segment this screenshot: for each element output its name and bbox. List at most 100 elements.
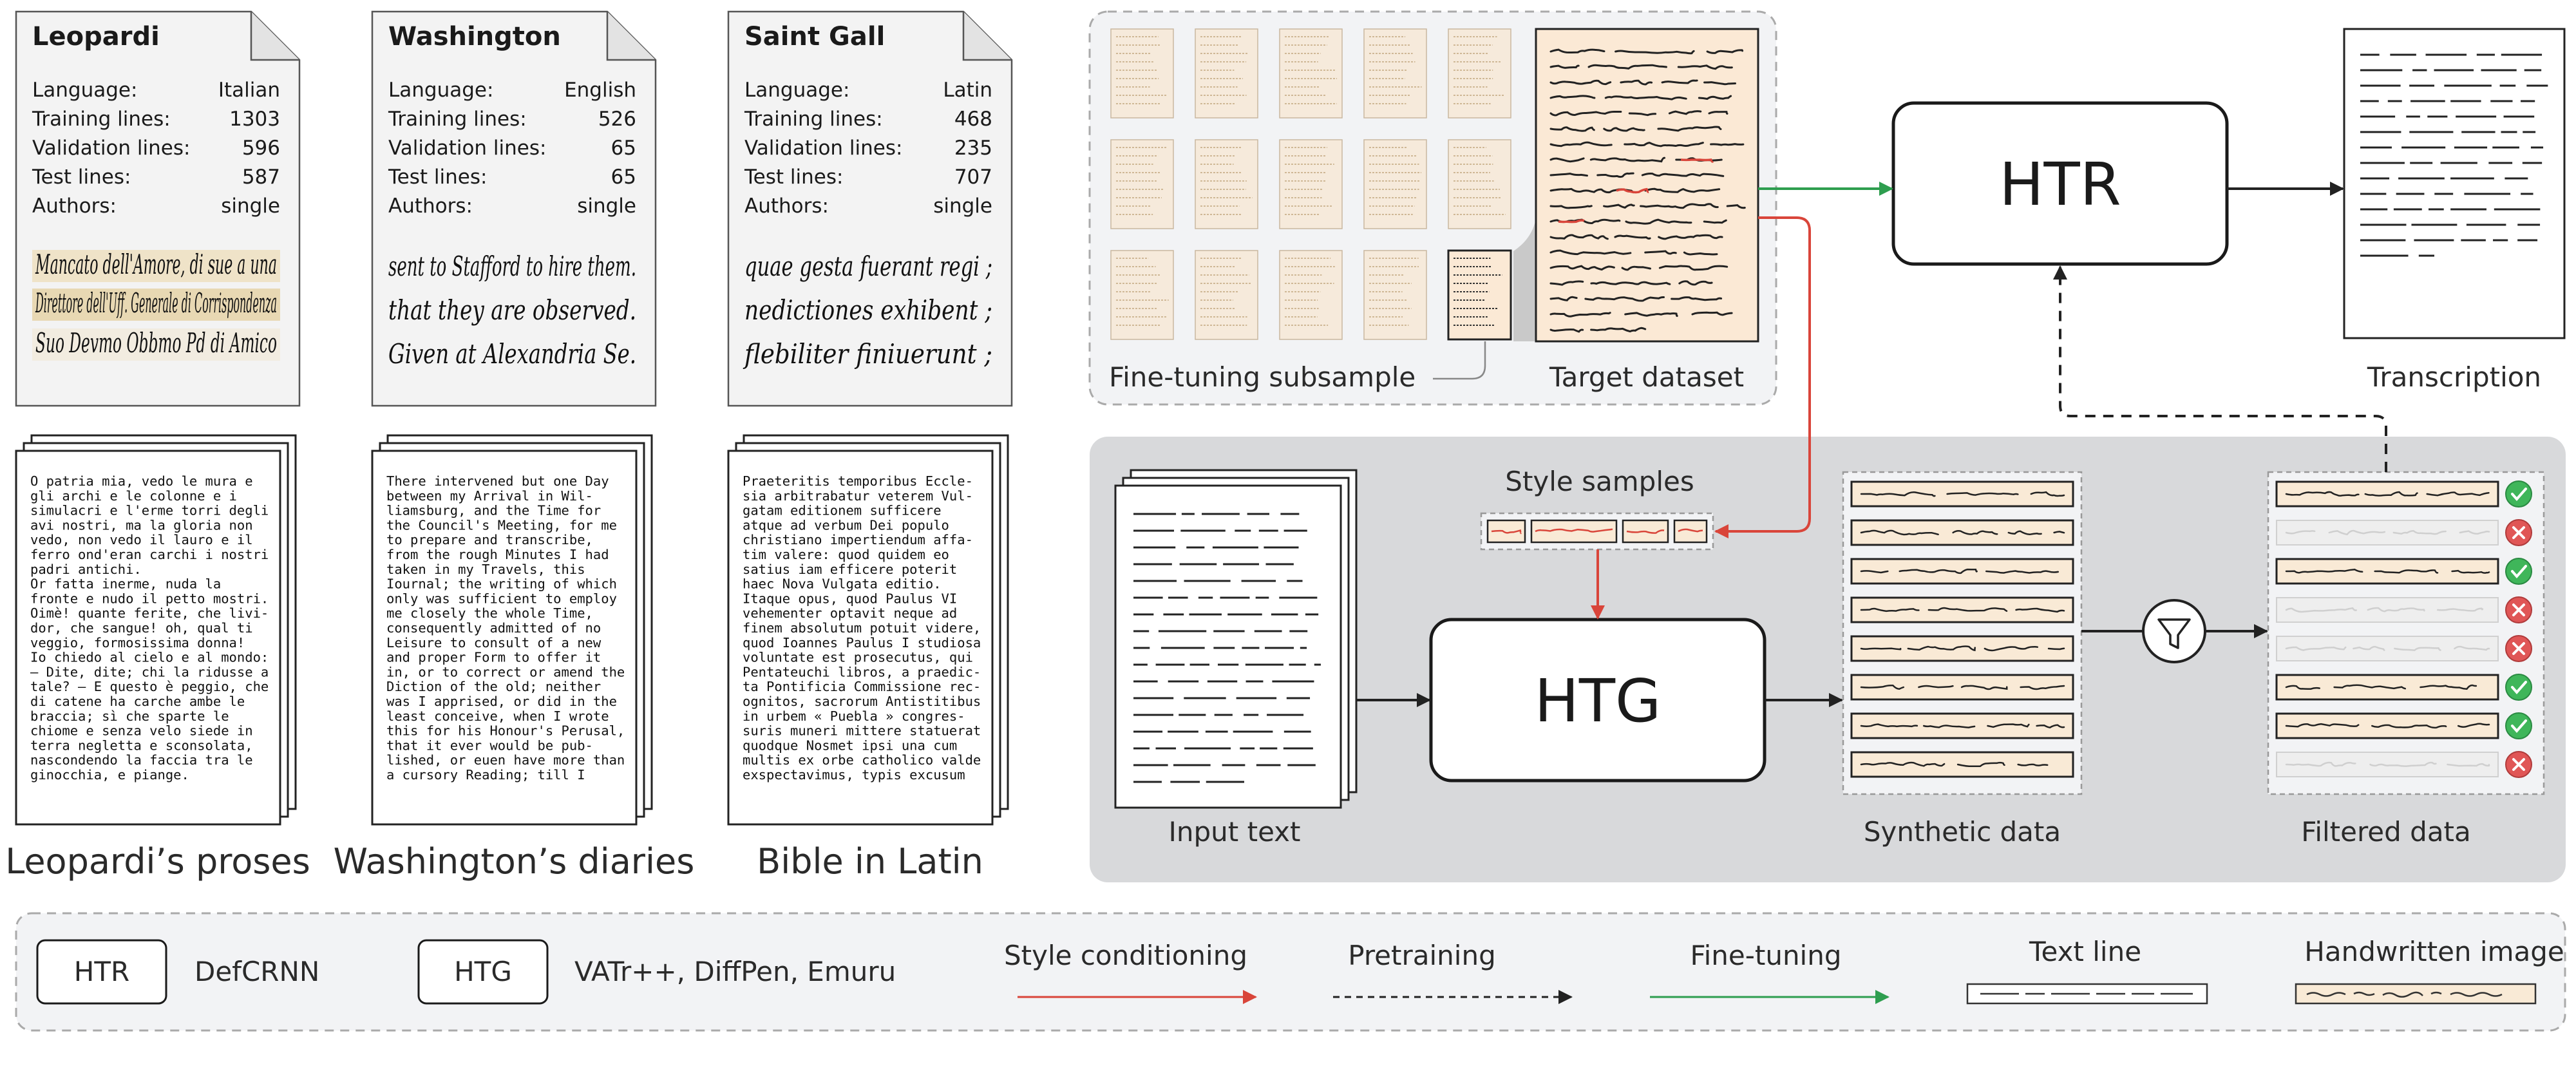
handwriting-stroke — [1620, 79, 1653, 86]
legend-finetuning-label: Fine-tuning — [1690, 940, 1841, 971]
handwriting-stroke — [1615, 50, 1695, 55]
thumbnail-page — [1448, 139, 1511, 229]
doc-text-line: and proper Form to offer it — [386, 650, 601, 665]
handwriting-stroke — [2285, 685, 2320, 690]
card-row-label: Training lines: — [32, 108, 171, 131]
handwriting-stroke — [2285, 530, 2316, 535]
card-row-label: Authors: — [32, 195, 117, 218]
legend-htr-box — [36, 939, 167, 1005]
handwriting-stroke — [1946, 492, 2019, 496]
check-icon — [2505, 480, 2532, 508]
handwriting-stroke — [2015, 607, 2065, 613]
doc-text-line: exspectavimus, typis excusum — [743, 767, 965, 783]
doc-text-line: terra negletta e sconsolata, — [30, 737, 253, 753]
handwriting-stroke — [1614, 234, 1651, 240]
doc-text-line: to prepare and transcribe, — [386, 532, 593, 547]
doc-text-line: braccia; sì che sparte le — [30, 708, 229, 724]
handwriting-stroke — [1604, 95, 1687, 100]
dataset-card-washington: Washington Language: English Training li… — [371, 10, 657, 407]
handwriting-sample: that they are observed. — [388, 294, 636, 326]
card-row-label: Training lines: — [388, 108, 527, 131]
doc-text-line: Praeteritis temporibus Eccle- — [743, 473, 973, 489]
doc-text-line: Diction of the old; neither — [386, 679, 601, 694]
doc-text-line: nascondendo la faccia tra le — [30, 752, 253, 768]
handwriting-stroke — [1621, 265, 1651, 271]
handwriting-stroke — [1899, 568, 1978, 574]
handwriting-stroke — [2436, 607, 2484, 612]
handwriting-stroke — [1987, 723, 2030, 728]
target-dataset-handwriting — [1549, 48, 1746, 333]
zoom-wedge — [1513, 193, 1537, 341]
dataset-caption: Bible in Latin — [757, 841, 983, 882]
handwriting-sample: Direttore dell'Uff. Generale di Corrispo… — [35, 287, 277, 319]
handwriting-stroke — [2451, 569, 2490, 574]
handwriting-stroke — [1584, 296, 1665, 302]
handwriting-stroke — [2394, 647, 2441, 651]
handwriting-stroke — [2053, 531, 2065, 534]
handwriting-stroke — [2364, 491, 2418, 497]
doc-text-line: di catene ha carche ambe le — [30, 694, 245, 709]
thumbnail-page — [1279, 250, 1343, 340]
doc-text-line: ognitos, sacrorum Antistitibus — [743, 694, 981, 709]
handwriting-stroke — [1549, 110, 1622, 117]
handwriting-stroke — [1628, 112, 1657, 117]
handwriting-stroke — [1658, 265, 1728, 271]
doc-text-line: padri antichi. — [30, 562, 142, 577]
doc-text-line: veggio, formosissima donna! — [30, 635, 245, 650]
card-fold — [606, 12, 656, 61]
doc-text-line: Oimè! quante ferite, che livi- — [30, 605, 269, 621]
doc-text-line: ta Pontificia Commissione rec- — [743, 679, 981, 694]
handwriting-stroke — [1640, 203, 1719, 209]
pretraining-arrow — [2053, 265, 2387, 472]
handwriting-stroke — [1860, 491, 1936, 497]
dataset-caption: Leopardi’s proses — [5, 841, 310, 882]
doc-text-line: gatam editionem sufficere — [743, 503, 942, 518]
handwriting-stroke — [1549, 249, 1632, 256]
handwriting-stroke — [1657, 126, 1722, 132]
handwriting-stroke — [2459, 530, 2490, 535]
style-sample-strips — [1486, 519, 1708, 544]
handwriting-stroke — [2017, 763, 2049, 766]
doc-text-line: atque ad verbum Dei populo — [743, 517, 949, 533]
card-title: Saint Gall — [744, 22, 885, 52]
handwriting-stroke — [2367, 607, 2425, 612]
handwriting-stroke — [1708, 111, 1728, 115]
check-mark — [2511, 719, 2527, 734]
handwriting-stroke — [1590, 327, 1647, 333]
handwriting-sample: Mancato dell'Amore, di sue a una — [35, 249, 277, 280]
doc-text-line: the Council's Meeting, for me — [386, 517, 617, 533]
card-row-label: Training lines: — [744, 108, 883, 131]
cross-mark — [2512, 758, 2525, 771]
doc-text-line: that it ever would be pub- — [386, 737, 593, 753]
doc-text-line: avi nostri, ma la gloria non — [30, 517, 253, 533]
thumbnail-page — [1448, 28, 1511, 119]
htr-box[interactable] — [1891, 101, 2229, 266]
cross-mark — [2512, 642, 2525, 655]
doc-text-line: christiano impertiendum affa- — [743, 532, 973, 547]
doc-text-line: quod Ioannes Paulus I studiosa — [743, 635, 981, 650]
doc-text-line: simulacri e l'erme torri degli — [30, 503, 269, 518]
handwriting-stroke — [1683, 251, 1718, 256]
thumbnail-page — [1363, 250, 1427, 340]
doc-text-line: suris muneri mittere statuerat — [743, 723, 981, 739]
handwriting-stroke — [1698, 95, 1732, 100]
card-row-value: 526 — [598, 108, 636, 131]
handwriting-stroke — [1706, 49, 1744, 54]
handwriting-stroke — [2426, 491, 2490, 497]
doc-text-line: Leisure to consult of a new — [386, 635, 601, 650]
handwriting-stroke — [1590, 281, 1671, 285]
handwriting-stroke — [1549, 173, 1588, 177]
doc-text-line: Pentateuchi libros, a praedic- — [743, 664, 981, 679]
doc-text-line: fronte e nudo il petto mostri. — [30, 591, 269, 606]
cross-mark — [2512, 603, 2525, 616]
thumbnail-page — [1110, 250, 1174, 340]
handwriting-stroke — [1691, 311, 1733, 316]
filtered-data-strips — [2275, 480, 2532, 778]
handwriting-stroke — [1549, 95, 1596, 99]
subsample-pointer — [1433, 341, 1486, 380]
handwriting-stroke — [1603, 204, 1635, 209]
card-sheet — [371, 10, 657, 407]
handwriting-stroke — [1860, 723, 1918, 728]
handwriting-stroke — [2374, 569, 2439, 574]
